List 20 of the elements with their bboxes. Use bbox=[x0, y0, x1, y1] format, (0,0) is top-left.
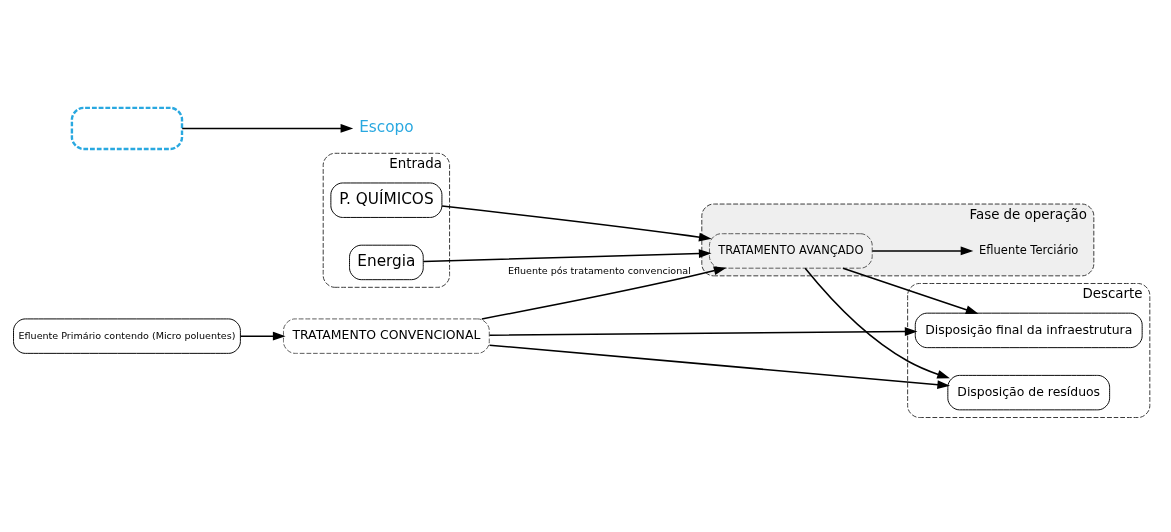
arrow bbox=[422, 248, 712, 262]
arrow bbox=[804, 267, 950, 379]
node-text: Escopo bbox=[359, 117, 414, 136]
node-box bbox=[70, 106, 184, 150]
arrow bbox=[481, 265, 727, 320]
arrow bbox=[488, 326, 918, 336]
arrow bbox=[239, 331, 286, 341]
arrow bbox=[441, 204, 712, 241]
arrow bbox=[181, 123, 354, 133]
edge-label: Efluente pós tratamento convencional bbox=[507, 264, 691, 276]
node-box: P. QUÍMICOS bbox=[330, 182, 443, 218]
arrow bbox=[488, 343, 951, 389]
node-box: Efluente Primário contendo (Micro poluentes) bbox=[13, 317, 241, 354]
node-box: Disposição final da infraestrutura bbox=[914, 312, 1143, 348]
node-text: Efluente Terciário bbox=[979, 242, 1079, 257]
node-box: Energia bbox=[349, 244, 424, 280]
node-box: TRATAMENTO AVANÇADO bbox=[709, 232, 873, 269]
arrow bbox=[871, 246, 974, 255]
node-box: Disposição de resíduos bbox=[947, 374, 1111, 410]
node-box: TRATAMENTO CONVENCIONAL bbox=[283, 317, 490, 354]
